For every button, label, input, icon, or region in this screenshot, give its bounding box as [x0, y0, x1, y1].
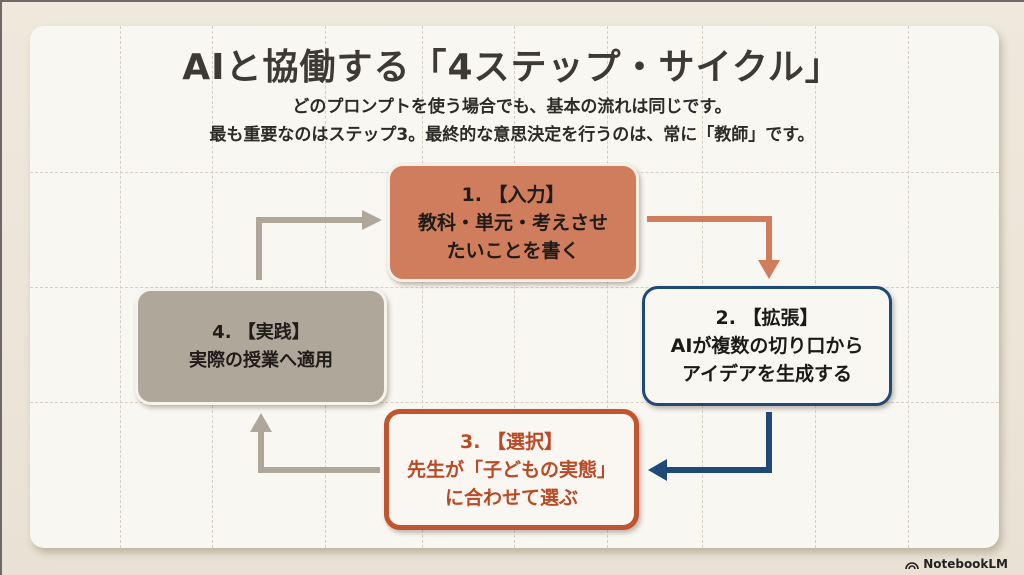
arrowhead-step3-to-step4 [250, 413, 272, 432]
arrow-step3-to-step4 [258, 430, 380, 473]
step-3-select-box: 3. 【選択】 先生が「子どもの実態」 に合わせて選ぶ [384, 409, 639, 530]
arrowhead-step2-to-step3 [648, 459, 667, 481]
step-2-line-1: AIが複数の切り口から [670, 335, 864, 357]
step-2-expand-box: 2. 【拡張】 AIが複数の切り口から アイデアを生成する [642, 286, 892, 406]
step-1-line-1: 教科・単元・考えさせ [417, 211, 608, 234]
arrowhead-step4-to-step1 [362, 210, 382, 230]
step-4-heading: 4. 【実践】 [212, 321, 310, 343]
step-1-input-box: 1. 【入力】 教科・単元・考えさせ たいことを書く [387, 163, 639, 282]
step-4-practice-box: 4. 【実践】 実際の授業へ適用 [135, 288, 387, 405]
step-2-heading: 2. 【拡張】 [715, 307, 819, 329]
arrow-step4-to-step1 [256, 217, 364, 280]
notebooklm-watermark: NotebookLM [905, 557, 1008, 571]
step-3-line-2: に合わせて選ぶ [444, 486, 578, 509]
slide-title: AIと協働する「4ステップ・サイクル」 [182, 47, 842, 88]
step-4-line-1: 実際の授業へ適用 [189, 349, 333, 371]
subtitle-line-1: どのプロンプトを使う場合でも、基本の流れは同じです。 [292, 97, 732, 117]
grid-line [30, 287, 999, 288]
notebooklm-logo-icon [905, 562, 919, 569]
arrow-step2-to-step3 [664, 412, 772, 473]
step-1-line-2: たいことを書く [446, 239, 580, 262]
step-2-line-2: アイデアを生成する [681, 363, 853, 385]
watermark-text: NotebookLM [923, 557, 1008, 571]
step-3-line-1: 先生が「子どもの実態」 [406, 458, 616, 481]
arrow-step1-to-step2 [647, 216, 772, 262]
subtitle-line-2: 最も重要なのはステップ3。最終的な意思決定を行うのは、常に「教師」です。 [209, 125, 815, 145]
step-3-heading: 3. 【選択】 [459, 430, 564, 453]
arrowhead-step1-to-step2 [758, 260, 780, 279]
grid-line [30, 402, 999, 403]
step-1-heading: 1. 【入力】 [461, 183, 565, 206]
